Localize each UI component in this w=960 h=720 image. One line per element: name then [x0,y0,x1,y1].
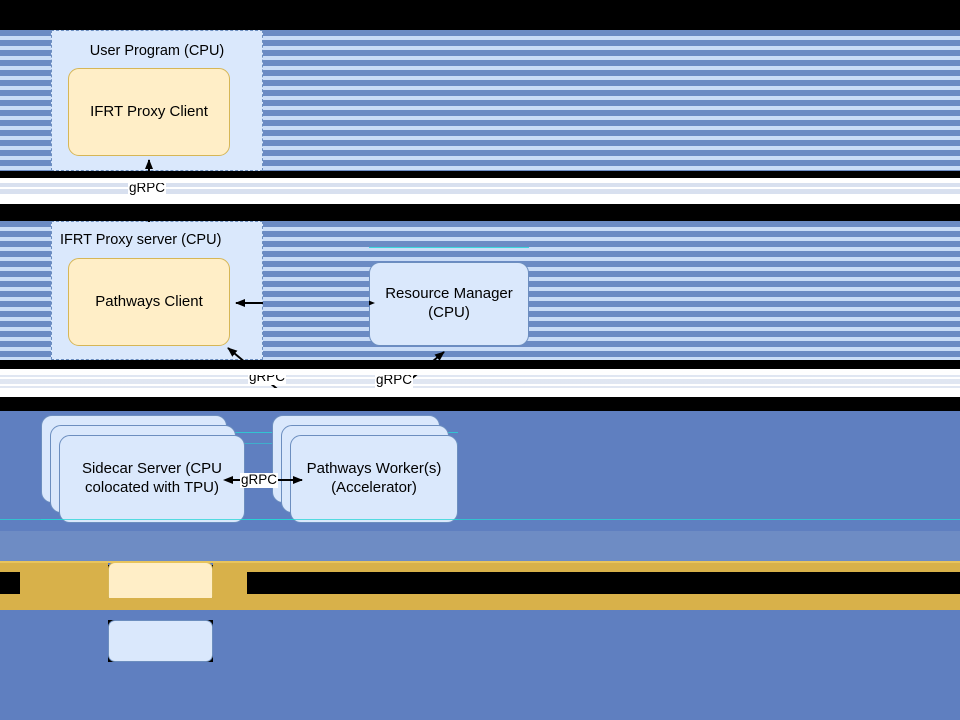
edge-label-resourcemanager-pathwaysclient: gRPC [279,295,318,311]
node-ifrt-proxy-client[interactable]: IFRT Proxy Client [68,68,230,156]
node-pathways-workers[interactable]: Pathways Worker(s) (Accelerator) [290,435,458,523]
group-user-program-title: User Program (CPU) [89,43,225,59]
edge-label-sidecar-pathwaysclient: gRPC [248,369,287,385]
edge-label-proxyserver-proxyclient: gRPC [128,180,167,196]
group-ifrt-proxy-server-title: IFRT Proxy server (CPU) [60,232,222,248]
edge-label-sidecar-workers: gRPC [240,472,279,488]
node-pathways-client[interactable]: Pathways Client [68,258,230,346]
node-sidecar-server[interactable]: Sidecar Server (CPU colocated with TPU) [59,435,245,523]
legend-swatch-service [108,620,213,662]
edge-label-workers-resourcemanager: gRPC [375,372,414,388]
node-resource-manager[interactable]: Resource Manager (CPU) [369,262,529,346]
legend-swatch-client [108,562,213,604]
